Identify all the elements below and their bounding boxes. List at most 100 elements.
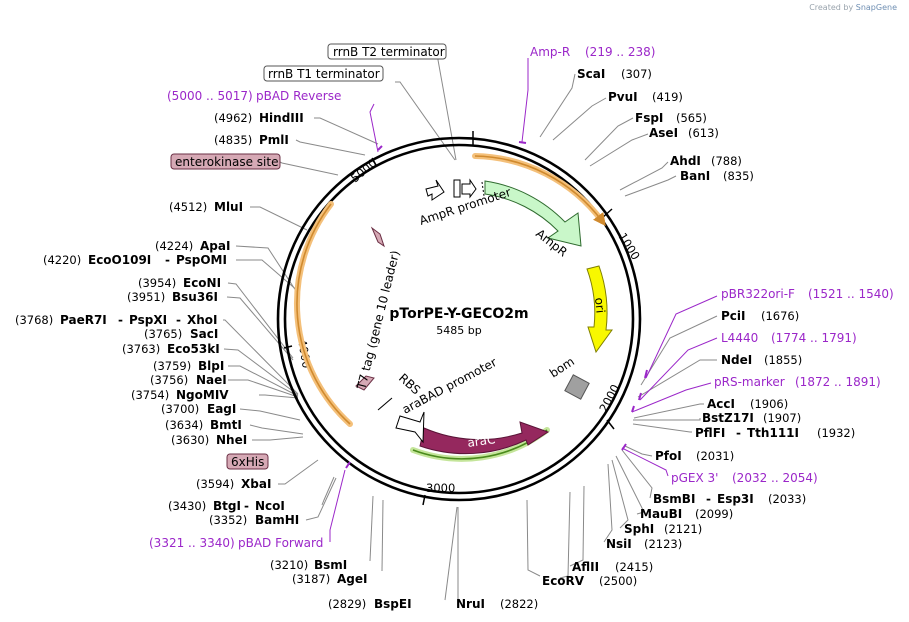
enterokinase-box [170, 153, 281, 170]
site-ndei-pos: (1855) [764, 353, 802, 367]
primer-prs-pos: (1872 .. 1891) [795, 375, 881, 389]
site-apai-pos: (4224) [155, 239, 193, 253]
site-saci-name: SacI [190, 327, 218, 341]
site-bsmi-pos: (3210) [270, 558, 308, 572]
primer-leader-lines [329, 58, 718, 542]
site-ecorv-pos: (2500) [599, 574, 637, 588]
site-bstz17i-pos: (1907) [763, 411, 801, 425]
site-acci-name: AccI [707, 397, 735, 411]
site-ecoo109i-name: EcoO109I [88, 253, 151, 267]
site-maubi-pos: (2099) [695, 507, 733, 521]
orf-highlight-line [296, 203, 351, 425]
site-ndei-name: NdeI [721, 353, 752, 367]
primer-pbad-rev-name: pBAD Reverse [256, 89, 341, 103]
site-sphi-pos: (2121) [664, 522, 702, 536]
site-paer7i-name: PaeR7I [60, 313, 107, 327]
ampr-promoter-arrow [425, 179, 445, 201]
site-aflii-pos: (2415) [615, 560, 653, 574]
site-pvui-pos: (419) [652, 90, 683, 104]
site-bsu36i-name: Bsu36I [172, 290, 218, 304]
svg-text:-: - [118, 313, 123, 327]
leader-lines [223, 58, 718, 601]
plasmid-name: pTorPE-Y-GECO2m [389, 306, 528, 322]
site-btgi-pos: (3430) [168, 499, 206, 513]
site-xbai-pos: (3594) [196, 477, 234, 491]
site-pspomi-name: PspOMI [176, 253, 227, 267]
site-esp3i-name: Esp3I [717, 492, 754, 506]
site-bstz17i-name: BstZ17I [702, 411, 754, 425]
bom-feature[interactable] [564, 374, 590, 400]
site-blpi-pos: (3759) [153, 359, 191, 373]
site-scai-name: ScaI [577, 67, 605, 81]
site-econi-name: EcoNI [183, 276, 221, 290]
enterokinase-label: enterokinase site [175, 155, 278, 169]
site-ngomiv-name: NgoMIV [176, 388, 229, 402]
site-nsii-pos: (2123) [644, 537, 682, 551]
site-pflfi-pos: (1932) [817, 426, 855, 440]
rrnb-t1-mark [453, 179, 461, 198]
site-ngomiv-pos: (3754) [131, 388, 169, 402]
svg-text:-: - [176, 313, 181, 327]
primer-pgex-pos: (2032 .. 2054) [732, 471, 818, 485]
site-apai-name: ApaI [200, 239, 230, 253]
arac-label: araC [466, 432, 496, 450]
primer-ampr-pos: (219 .. 238) [585, 45, 655, 59]
site-saci-pos: (3765) [144, 327, 182, 341]
tick-label-3000: 3000 [426, 481, 455, 495]
arabad-promoter-arrow [395, 411, 425, 444]
site-bsmbi-name: BsmBI [653, 492, 695, 506]
primer-pbr322-pos: (1521 .. 1540) [808, 287, 894, 301]
snapgene-brand: SnapGene [855, 3, 897, 12]
svg-text:-: - [165, 253, 170, 267]
rbs-mark [377, 397, 393, 411]
site-mlui-pos: (4512) [169, 200, 207, 214]
arac-feature[interactable] [419, 421, 550, 455]
backbone-outer [276, 136, 642, 502]
site-bspei-name: BspEI [374, 597, 412, 611]
snapgene-credit: Created by SnapGene [809, 3, 897, 12]
site-ahdi-pos: (788) [711, 154, 742, 168]
primer-pbad-fwd-pos: (3321 .. 3340) [149, 536, 235, 550]
rrnb-t1-box [263, 65, 384, 82]
rrnb-t2-box [327, 43, 447, 60]
site-nrui-pos: (2822) [500, 597, 538, 611]
primer-pgex-name: pGEX 3' [671, 471, 718, 485]
site-bsmi-name: BsmI [314, 558, 347, 572]
primer-ampr-name: Amp-R [530, 45, 570, 59]
site-pspxi-name: PspXI [129, 313, 167, 327]
primer-pbad-fwd-name: pBAD Forward [238, 536, 323, 550]
primer-pbr322-name: pBR322ori-F [721, 287, 795, 301]
site-bsu36i-pos: (3951) [127, 290, 165, 304]
site-bspei-pos: (2829) [328, 597, 366, 611]
site-nhei-pos: (3630) [171, 433, 209, 447]
site-pfoi-pos: (2031) [696, 449, 734, 463]
site-bamhi-name: BamHI [255, 513, 299, 527]
site-fspi-name: FspI [635, 111, 663, 125]
his6-label: 6xHis [231, 455, 264, 469]
primer-l4440-pos: (1774 .. 1791) [771, 331, 857, 345]
site-xbai-name: XbaI [241, 477, 271, 491]
rrnb-t2-label: rrnB T2 terminator [333, 45, 445, 59]
site-mlui-name: MluI [214, 200, 243, 214]
ori-label: ori [592, 297, 608, 314]
site-tth111i-name: Tth111I [747, 426, 799, 440]
svg-text:-: - [706, 492, 711, 506]
site-ncoi-name: NcoI [255, 499, 285, 513]
site-bani-name: BanI [680, 169, 710, 183]
rrnb-t1-label: rrnB T1 terminator [268, 67, 380, 81]
site-naei-pos: (3756) [150, 373, 188, 387]
tick-label-2000: 2000 [596, 382, 622, 414]
ampr-feature[interactable] [484, 180, 582, 247]
site-econi-pos: (3954) [138, 276, 176, 290]
site-paer7i-pos: (3768) [15, 313, 53, 327]
ampr-highlight-line [474, 155, 606, 227]
tick-label-1000: 1000 [615, 230, 642, 262]
site-hindiii-pos: (4962) [214, 111, 252, 125]
site-eco53ki-name: Eco53kI [167, 342, 220, 356]
site-scai-pos: (307) [621, 67, 652, 81]
ori-feature[interactable] [586, 265, 613, 354]
site-pcii-name: PciI [721, 309, 746, 323]
site-blpi-name: BlpI [198, 359, 224, 373]
site-pflfi-name: PflFI [695, 426, 725, 440]
site-nsii-name: NsiI [606, 537, 632, 551]
